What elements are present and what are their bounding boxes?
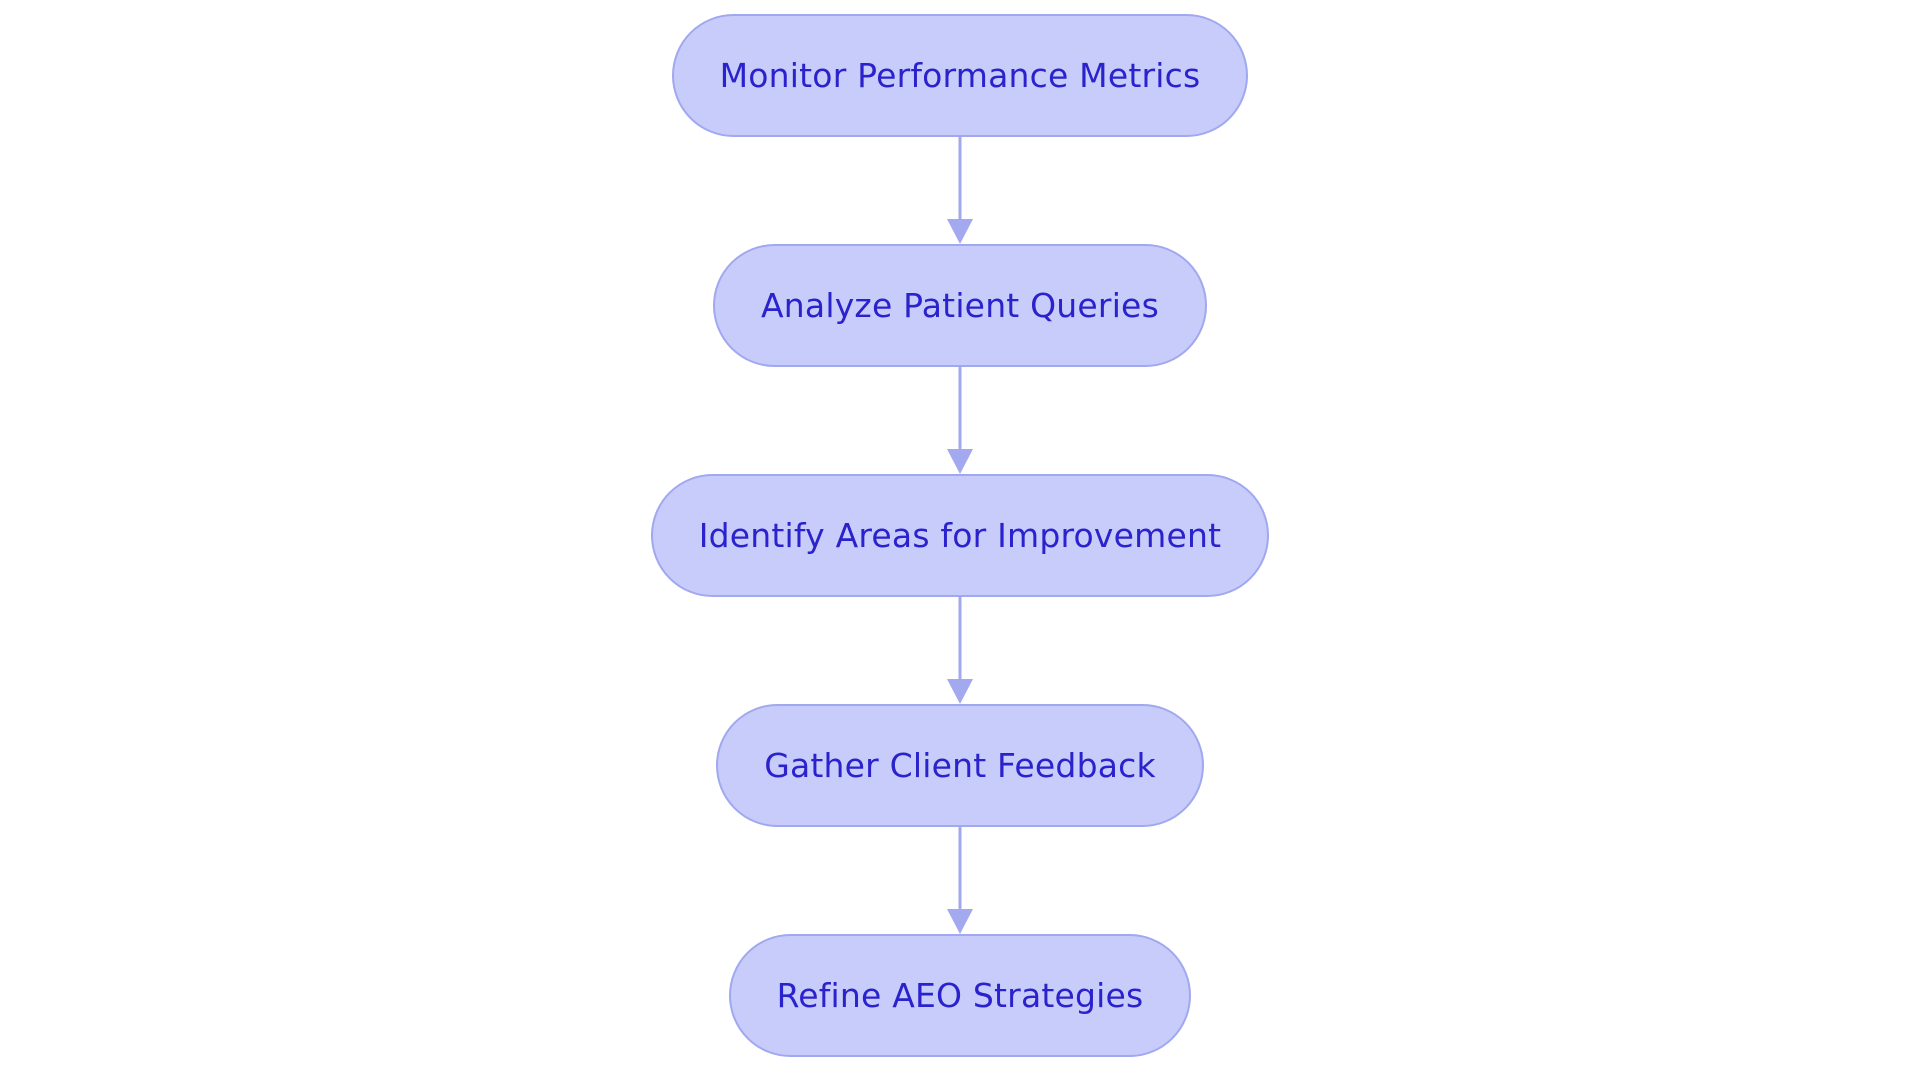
flow-node-monitor-performance-metrics[interactable]: Monitor Performance Metrics: [671, 14, 1249, 137]
edge-line: [958, 827, 962, 911]
arrow-down-icon: [947, 219, 973, 244]
flow-node-label: Refine AEO Strategies: [776, 976, 1144, 1015]
flow-node-gather-client-feedback[interactable]: Gather Client Feedback: [716, 704, 1204, 827]
edge-line: [958, 597, 962, 681]
arrow-down-icon: [947, 909, 973, 934]
flow-node-label: Analyze Patient Queries: [761, 286, 1159, 325]
arrow-down-icon: [947, 679, 973, 704]
flow-node-identify-areas-for-improvement[interactable]: Identify Areas for Improvement: [650, 474, 1270, 597]
flow-node-label: Monitor Performance Metrics: [719, 56, 1201, 95]
flow-edge-4: [940, 827, 980, 934]
edge-line: [958, 137, 962, 221]
edge-line: [958, 367, 962, 451]
flow-node-label: Identify Areas for Improvement: [698, 516, 1222, 555]
flow-edge-2: [940, 367, 980, 474]
arrow-down-icon: [947, 449, 973, 474]
flow-node-analyze-patient-queries[interactable]: Analyze Patient Queries: [713, 244, 1207, 367]
flow-node-refine-aeo-strategies[interactable]: Refine AEO Strategies: [728, 934, 1192, 1057]
flow-edge-3: [940, 597, 980, 704]
flow-node-label: Gather Client Feedback: [764, 746, 1156, 785]
flow-edge-1: [940, 137, 980, 244]
